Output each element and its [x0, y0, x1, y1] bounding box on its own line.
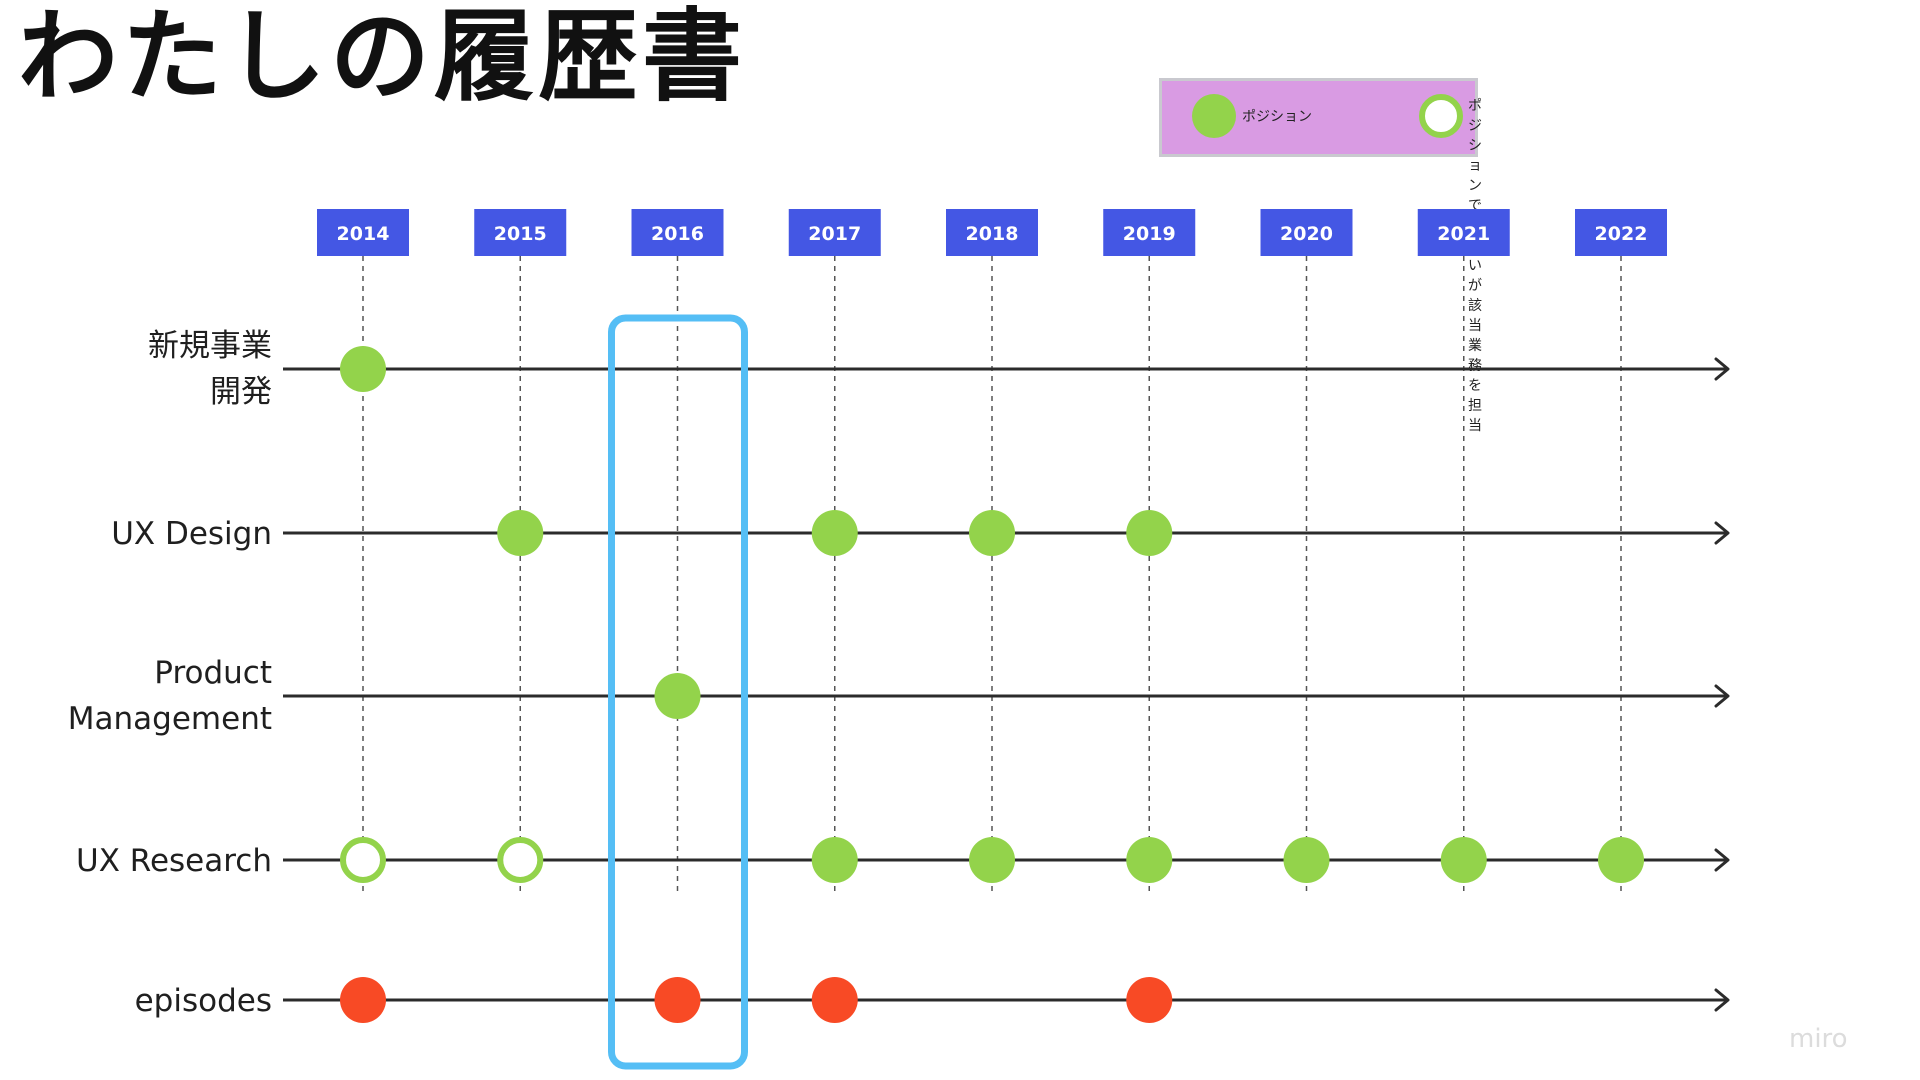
row-label-0: 新規事業開発: [148, 328, 272, 410]
row-arrow-icon-0: [1714, 357, 1730, 381]
year-label-2021: 2021: [1437, 223, 1490, 245]
year-label-2015: 2015: [494, 223, 547, 245]
row-label-1: UX Design: [111, 516, 272, 552]
row-label-3: UX Research: [76, 843, 272, 879]
mark-filled-3-2017: [811, 837, 858, 883]
highlight-box-2016: [608, 314, 748, 1070]
mark-filled-1-2017: [811, 510, 858, 556]
year-box-2015: [474, 209, 567, 256]
page-title: わたしの履歴書: [18, 0, 746, 115]
year-box-2022: [1575, 209, 1667, 256]
mark-filled-3-2020: [1283, 837, 1330, 883]
legend: ポジション ポジションではないが 該当業務を担当: [1159, 78, 1482, 434]
miro-watermark: miro: [1789, 1024, 1848, 1054]
row-arrow-icon-3: [1714, 848, 1730, 872]
mark-filled-3-2021: [1440, 837, 1487, 883]
year-label-2017: 2017: [808, 223, 861, 245]
year-box-2017: [788, 209, 881, 256]
year-label-2014: 2014: [337, 223, 390, 245]
mark-episode-4-2016: [654, 977, 701, 1023]
year-box-2016: [631, 209, 724, 256]
year-box-2020: [1260, 209, 1353, 256]
legend-hollow-dot-icon: [1419, 94, 1463, 138]
mark-filled-1-2018: [969, 510, 1015, 556]
year-label-2018: 2018: [966, 223, 1019, 245]
row-arrow-icon-1: [1714, 521, 1730, 545]
row-label-4: episodes: [135, 983, 272, 1019]
mark-filled-1-2015: [497, 510, 544, 556]
mark-episode-4-2019: [1126, 977, 1173, 1023]
mark-filled-0-2014: [340, 346, 386, 392]
mark-filled-3-2019: [1126, 837, 1173, 883]
mark-episode-4-2014: [340, 977, 386, 1023]
row-arrow-icon-4: [1714, 988, 1730, 1012]
mark-filled-3-2022: [1598, 837, 1644, 883]
mark-hollow-3-2014: [340, 837, 386, 883]
year-box-2018: [946, 209, 1038, 256]
year-label-2022: 2022: [1595, 223, 1648, 245]
legend-filled-dot-icon: [1192, 94, 1236, 138]
mark-hollow-3-2015: [497, 837, 544, 883]
year-box-2019: [1103, 209, 1196, 256]
mark-filled-3-2018: [969, 837, 1015, 883]
year-label-2019: 2019: [1123, 223, 1176, 245]
mark-filled-1-2019: [1126, 510, 1173, 556]
legend-position-label: ポジション: [1242, 109, 1312, 125]
year-label-2020: 2020: [1280, 223, 1333, 245]
row-arrow-icon-2: [1714, 684, 1730, 708]
mark-filled-2-2016: [654, 673, 701, 719]
year-label-2016: 2016: [651, 223, 704, 245]
year-box-2014: [317, 209, 409, 256]
year-box-2021: [1417, 209, 1510, 256]
mark-episode-4-2017: [811, 977, 858, 1023]
